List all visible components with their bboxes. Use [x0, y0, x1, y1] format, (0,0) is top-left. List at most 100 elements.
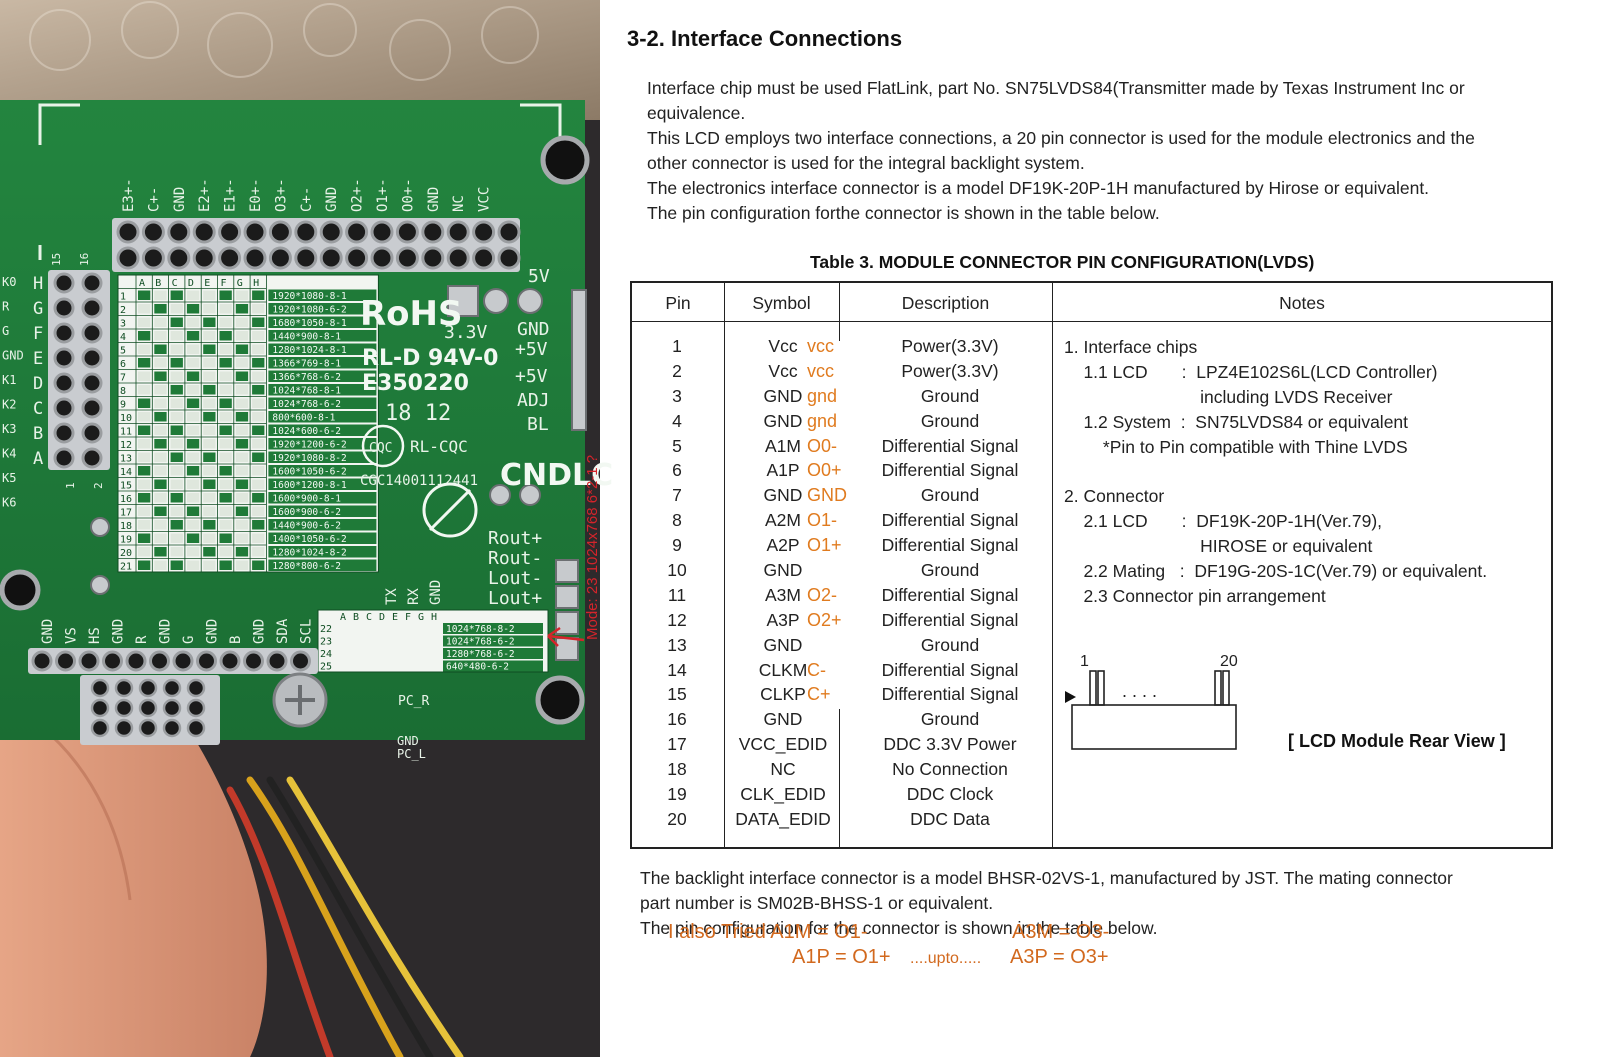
resolution-label: 1280*800-6-2 — [272, 561, 341, 572]
row-letter-label: D — [33, 374, 43, 394]
edge-label: R — [2, 300, 10, 314]
jumper-row-label: 5 — [120, 346, 126, 357]
jumper-row-label: 4 — [120, 332, 126, 343]
bottom-pin-label: GND — [205, 619, 221, 644]
annotation-cell: O2+ — [807, 609, 842, 630]
bottom-pin-label: HS — [87, 627, 103, 644]
pin-last-label: 20 — [1220, 653, 1238, 670]
jumper-row-label: 15 — [120, 481, 132, 492]
jumper-row-label: 3 — [120, 319, 126, 330]
power-label: +5V — [515, 339, 548, 360]
top-pin-label: GND — [426, 187, 442, 212]
resolution-label: 1440*900-8-1 — [272, 332, 341, 343]
edge-label: K3 — [2, 422, 16, 436]
jumper-col-label: B — [353, 612, 359, 623]
bottom-pin-label: VS — [64, 627, 80, 644]
jumper-row-label: 6 — [120, 359, 126, 370]
description-cell: DDC Clock — [906, 784, 994, 805]
description-cell: Differential Signal — [881, 460, 1019, 481]
resolution-label: 1680*1050-8-1 — [272, 318, 347, 329]
header-corner-label: 2 — [92, 482, 105, 489]
resolution-label: 1024*768-6-2 — [446, 637, 515, 648]
edge-label: K2 — [2, 398, 16, 412]
table-row: 17 VCC_EDID DDC 3.3V Power — [632, 734, 1062, 759]
intro-line: equivalence. — [647, 103, 746, 123]
power-label: GND — [517, 319, 550, 340]
edge-label: K4 — [2, 447, 16, 461]
description-cell: Differential Signal — [881, 535, 1019, 556]
pin-cell: 17 — [667, 734, 687, 755]
datasheet-panel: 3-2. Interface Connections Interface chi… — [600, 0, 1600, 1057]
description-cell: Power(3.3V) — [901, 360, 999, 381]
row-letter-label: H — [33, 274, 43, 294]
resolution-label: 1600*900-8-1 — [272, 494, 341, 505]
description-cell: DDC 3.3V Power — [883, 734, 1017, 755]
bottom-pin-label: SDA — [275, 618, 291, 644]
row-letter-label: E — [33, 349, 43, 369]
resolution-label: 1024*768-6-2 — [272, 399, 341, 410]
note-line: HIROSE or equivalent — [1064, 536, 1373, 557]
header-symbol: Symbol — [752, 293, 811, 313]
resolution-label: 1920*1080-6-2 — [272, 305, 346, 316]
top-pin-label: O3+- — [273, 178, 289, 212]
top-pin-label: O0+- — [400, 178, 416, 212]
jumper-row-label: 25 — [320, 662, 332, 673]
description-cell: Differential Signal — [881, 510, 1019, 531]
resolution-label: 1920*1080-8-2 — [272, 453, 346, 464]
top-pin-label: NC — [451, 195, 467, 212]
pin-cell: 16 — [667, 709, 687, 730]
symbol-cell: A2P — [766, 535, 800, 556]
jumper-col-label: D — [379, 612, 385, 623]
rear-view-label: [ LCD Module Rear View ] — [1288, 731, 1506, 751]
symbol-cell: CLKM — [758, 659, 808, 680]
description-cell: Ground — [920, 634, 980, 655]
table-caption: Table 3. MODULE CONNECTOR PIN CONFIGURAT… — [810, 252, 1315, 272]
resolution-label: 1600*1200-8-1 — [272, 480, 347, 491]
bottom-pin-label: GND — [252, 619, 268, 644]
description-cell: Ground — [920, 485, 980, 506]
annotation-cell: O2- — [807, 584, 838, 605]
pin-cell: 14 — [667, 659, 687, 680]
note-line: 1. Interface chips — [1064, 337, 1198, 357]
description-cell: Power(3.3V) — [901, 336, 999, 356]
edge-label: G — [2, 324, 9, 338]
tried-line2-dots: ....upto..... — [910, 950, 982, 967]
symbol-cell: VCC_EDID — [738, 734, 828, 755]
resolution-label: 1024*768-8-1 — [272, 386, 341, 397]
row-letter-label: A — [33, 449, 43, 469]
annotation-cell: vcc — [807, 336, 834, 356]
top-pin-label: C+- — [299, 187, 315, 212]
rohs-mark: RoHS — [360, 294, 462, 334]
symbol-cell: CLK_EDID — [740, 784, 826, 805]
mode-note-text: Mode: 23 1024x768 6*2-1 ? — [584, 454, 601, 640]
cqc-mark-icon — [361, 424, 405, 468]
resolution-label: 1024*600-6-2 — [272, 426, 341, 437]
pin-cell: 1 — [672, 336, 682, 356]
notes-column: 1. Interface chips 1.1 LCD : LPZ4E102S6L… — [1064, 335, 1544, 609]
mount-hole-icon — [540, 135, 590, 185]
note-line: *Pin to Pin compatible with Thine LVDS — [1064, 436, 1408, 457]
pc-audio-label: GND — [397, 734, 419, 748]
annotation-cell: O1+ — [807, 535, 842, 556]
edge-label: GND — [2, 349, 24, 363]
pin-cell: 6 — [672, 460, 682, 481]
resolution-label: 1280*1024-8-2 — [272, 548, 346, 559]
jumper-col-label: A — [139, 278, 145, 289]
symbol-cell: DATA_EDID — [735, 808, 831, 829]
jumper-row-label: 1 — [120, 292, 126, 303]
pin1-marker-icon — [1065, 691, 1076, 703]
edge-label: K5 — [2, 471, 16, 485]
edge-label: K1 — [2, 373, 16, 387]
resolution-label: 1400*1050-6-2 — [272, 534, 346, 545]
jumper-row-label: 22 — [320, 624, 332, 635]
